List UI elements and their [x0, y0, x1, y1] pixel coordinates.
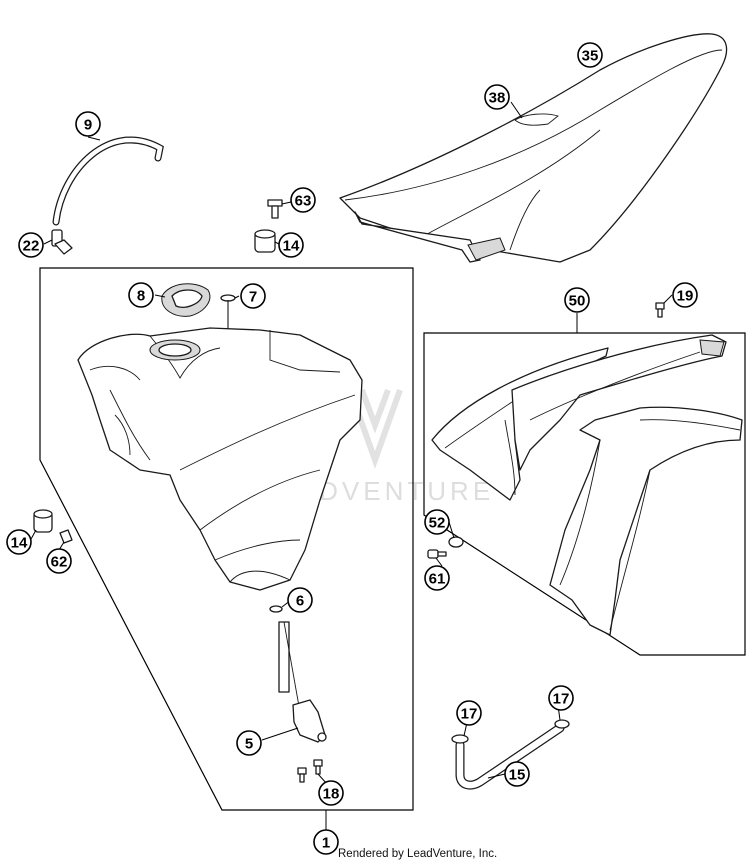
spoiler-group-frame [423, 332, 746, 656]
callout-22: 22 [18, 232, 44, 258]
callout-63: 63 [290, 187, 316, 213]
callout-35: 35 [577, 42, 603, 68]
callout-1: 1 [313, 829, 339, 855]
svg-text:17: 17 [461, 706, 478, 723]
callout-14-top: 14 [278, 232, 304, 258]
svg-text:1: 1 [322, 835, 330, 852]
svg-text:63: 63 [295, 193, 312, 210]
seat-part [339, 33, 728, 263]
svg-text:52: 52 [429, 515, 446, 532]
svg-text:62: 62 [51, 554, 68, 571]
washer-52-part [448, 536, 464, 548]
svg-text:9: 9 [84, 117, 92, 134]
overflow-hose-part [455, 723, 565, 790]
screw-18-part [297, 759, 323, 783]
callout-8: 8 [128, 282, 154, 308]
callout-52: 52 [424, 509, 450, 535]
svg-text:7: 7 [249, 289, 257, 306]
fuel-tap-part [278, 621, 327, 743]
svg-text:15: 15 [509, 767, 526, 784]
svg-text:17: 17 [553, 691, 570, 708]
screw-63-part [267, 199, 283, 219]
svg-text:22: 22 [23, 238, 40, 255]
bushing-14-top-part [254, 229, 276, 253]
hose-clamp-left-part [451, 734, 469, 744]
svg-text:8: 8 [137, 288, 145, 305]
svg-text:35: 35 [582, 48, 599, 65]
svg-text:18: 18 [323, 786, 340, 803]
callout-17-left: 17 [456, 700, 482, 726]
callout-18: 18 [318, 780, 344, 806]
callout-14-left: 14 [6, 529, 32, 555]
callout-7: 7 [240, 283, 266, 309]
callout-19: 19 [672, 282, 698, 308]
svg-text:14: 14 [283, 238, 300, 255]
svg-text:14: 14 [11, 535, 28, 552]
o-ring-part [269, 605, 283, 613]
screw-19-part [655, 302, 665, 318]
svg-text:6: 6 [296, 593, 304, 610]
vent-hose-part [52, 136, 164, 226]
screw-62-part [59, 529, 73, 544]
callout-17-right: 17 [548, 685, 574, 711]
fuel-cap-part [161, 283, 211, 317]
spoiler-right-part [549, 406, 743, 636]
callout-15: 15 [504, 761, 530, 787]
fuel-tank-group-frame [39, 267, 414, 811]
svg-text:50: 50 [569, 293, 586, 310]
callout-38: 38 [484, 84, 510, 110]
callout-5: 5 [236, 730, 262, 756]
vent-valve-part [220, 294, 236, 332]
callout-61: 61 [424, 565, 450, 591]
svg-text:61: 61 [429, 571, 446, 588]
svg-text:38: 38 [489, 90, 506, 107]
fuel-tank-part [77, 327, 363, 591]
svg-text:19: 19 [677, 288, 694, 305]
render-credit: Rendered by LeadVenture, Inc. [338, 848, 498, 860]
callout-6: 6 [287, 587, 313, 613]
screw-61-part [427, 549, 447, 559]
svg-text:5: 5 [245, 736, 253, 753]
callout-62: 62 [46, 548, 72, 574]
callout-9: 9 [75, 111, 101, 137]
spoiler-middle-part [511, 334, 727, 471]
bushing-14-left-part [33, 509, 53, 533]
elbow-fitting-part [51, 229, 73, 255]
callout-50: 50 [564, 287, 590, 313]
hose-clamp-right-part [554, 719, 570, 729]
